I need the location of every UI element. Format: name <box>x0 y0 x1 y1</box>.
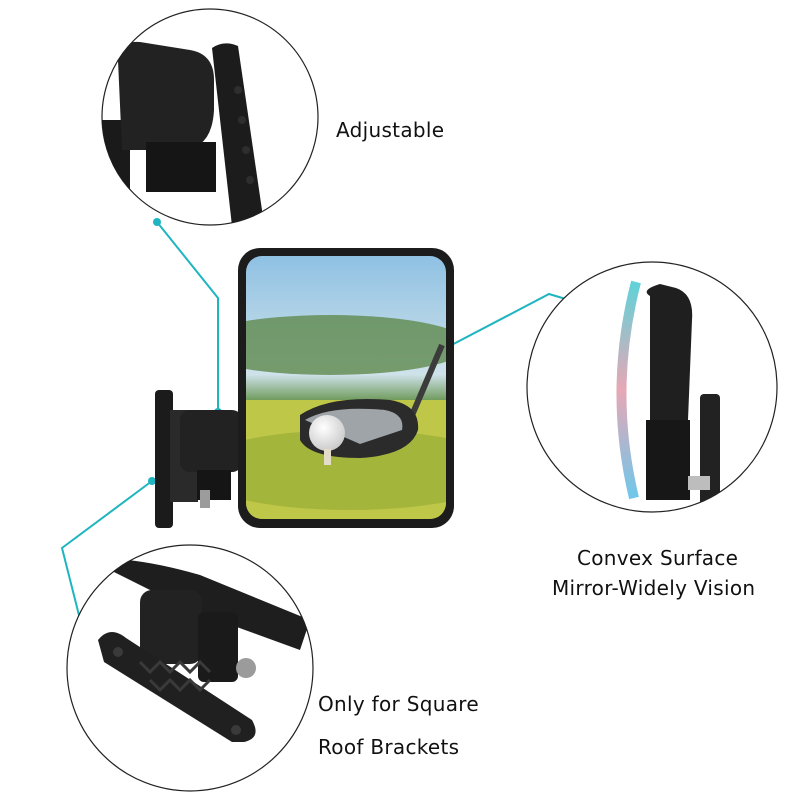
closeup-square-bracket <box>66 544 314 792</box>
mirror-mount <box>155 390 242 528</box>
label-adjustable: Adjustable <box>336 118 445 142</box>
closeup-convex-surface <box>526 261 778 513</box>
label-mirror-widely-vision: Mirror-Widely Vision <box>552 576 756 600</box>
label-only-for-square: Only for Square <box>318 692 479 716</box>
callout-line-bracket <box>60 480 153 636</box>
callout-dot <box>148 477 156 485</box>
label-convex-surface: Convex Surface <box>577 546 739 570</box>
label-roof-brackets: Roof Brackets <box>318 735 460 759</box>
callout-dot <box>153 218 161 226</box>
callout-line-adjustable <box>156 221 219 412</box>
closeup-adjustable <box>101 8 319 226</box>
mirror-body <box>238 248 454 528</box>
